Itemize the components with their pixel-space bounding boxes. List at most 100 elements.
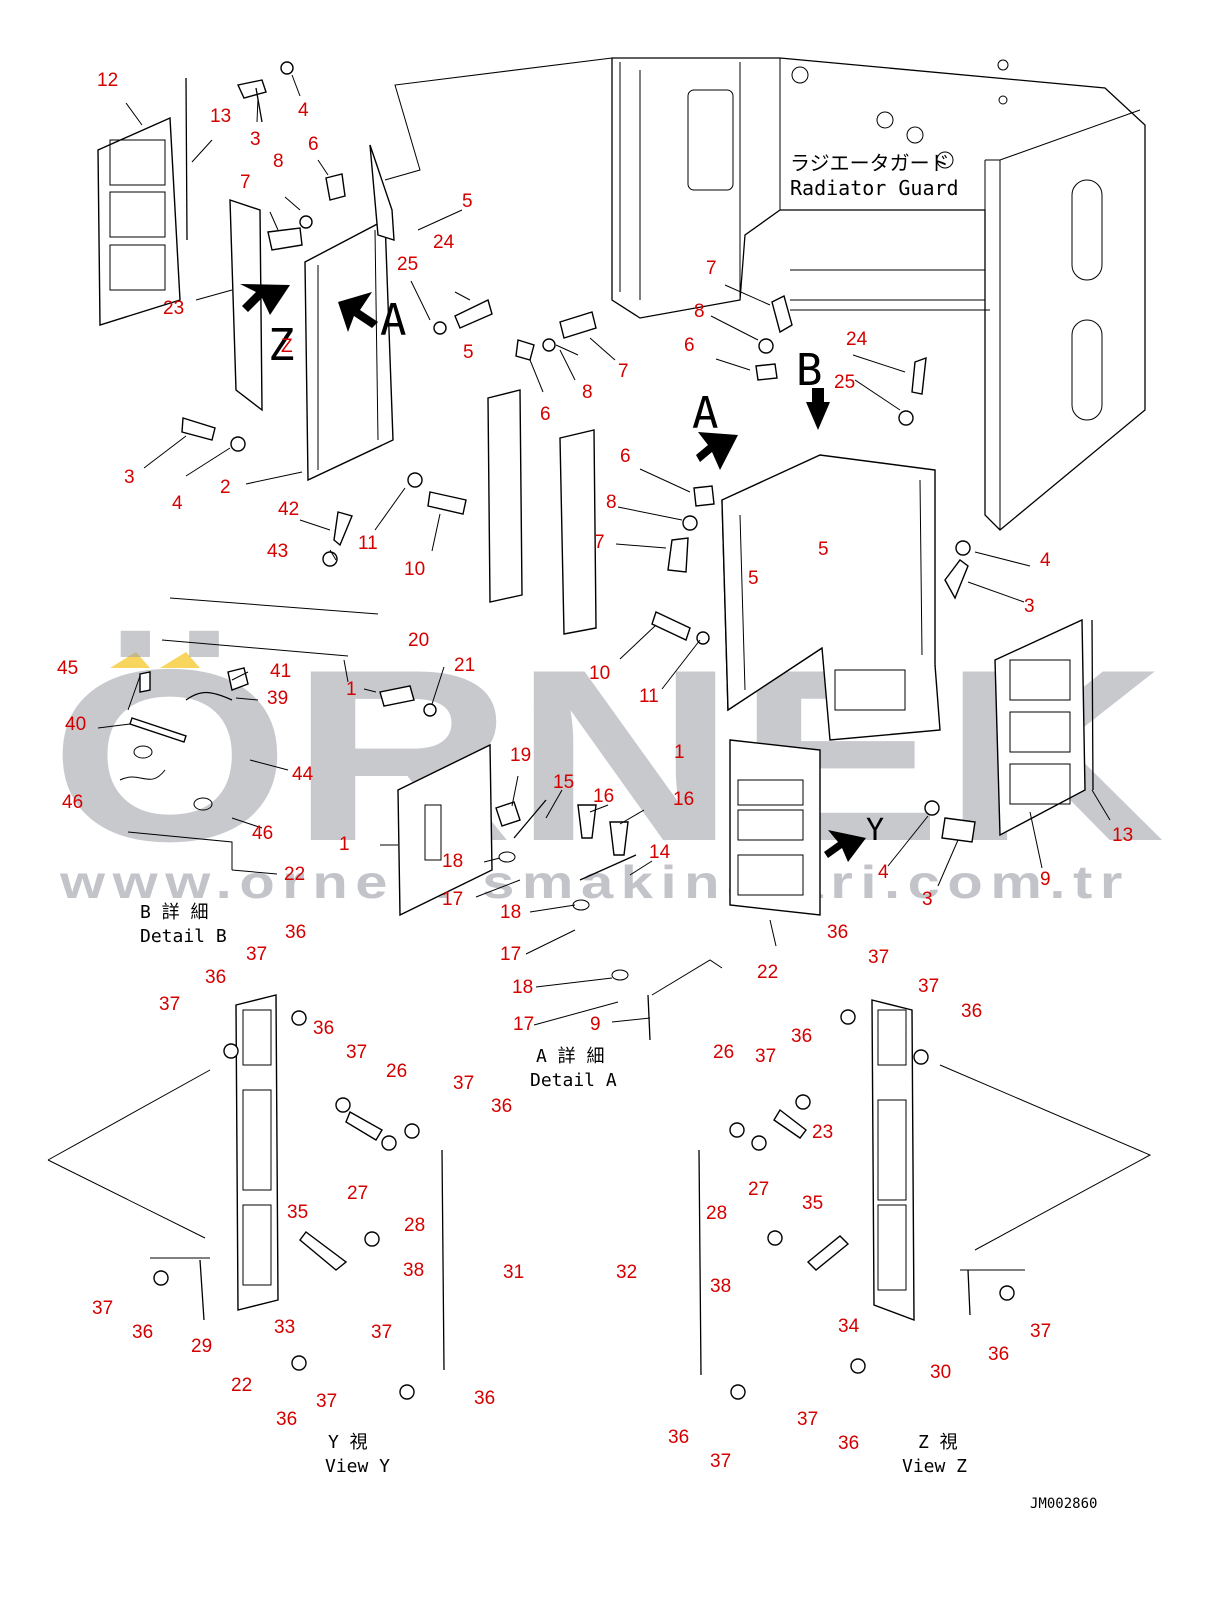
right-door-panel (994, 618, 1094, 837)
callout-28: 28 (706, 1203, 727, 1224)
callout-36: 36 (961, 1001, 982, 1022)
callout-36: 36 (474, 1388, 495, 1409)
callout-14: 14 (649, 842, 671, 863)
fasteners-top-left (181, 61, 597, 567)
callout-35: 35 (802, 1193, 823, 1214)
callout-24: 24 (433, 232, 455, 253)
callout-18: 18 (500, 902, 521, 923)
callout-36: 36 (838, 1433, 859, 1454)
callout-10: 10 (404, 559, 425, 580)
radiator-guard-title-en: Radiator Guard (790, 176, 959, 200)
callout-3: 3 (250, 129, 261, 150)
detail-a-title-en: Detail A (530, 1070, 617, 1091)
callout-25: 25 (834, 372, 855, 393)
callout-37: 37 (1030, 1321, 1051, 1342)
view-letter-y: Y (866, 813, 884, 848)
callout-16: 16 (673, 789, 694, 810)
view-y-title-jp: Y 視 (328, 1432, 368, 1453)
leader-lines (97, 74, 1111, 1026)
callout-37: 37 (346, 1042, 367, 1063)
callout-11: 11 (639, 686, 659, 707)
view-z-title-en: View Z (902, 1456, 967, 1477)
radiator-guard-title-jp: ラジエータガード (790, 151, 950, 175)
callout-41: 41 (270, 661, 291, 682)
callout-22: 22 (284, 864, 305, 885)
callout-40: 40 (65, 714, 86, 735)
callout-37: 37 (371, 1322, 392, 1343)
callout-26: 26 (386, 1061, 407, 1082)
callout-5: 5 (463, 342, 474, 363)
detail-b (119, 597, 379, 870)
callout-44: 44 (292, 764, 314, 785)
callout-17: 17 (500, 944, 521, 965)
callout-30: 30 (930, 1362, 951, 1383)
left-cover-plate (229, 144, 395, 482)
callout-13: 13 (1112, 825, 1133, 846)
callout-9: 9 (590, 1014, 601, 1035)
callout-4: 4 (298, 100, 309, 121)
view-letter-a-right: A (692, 388, 719, 439)
callout-7: 7 (594, 532, 605, 553)
fasteners-center-right (651, 294, 976, 843)
callout-7: 7 (240, 172, 251, 193)
callout-37: 37 (918, 976, 939, 997)
callout-11: 11 (358, 533, 378, 554)
view-letter-a-left: A (380, 295, 407, 346)
callout-8: 8 (582, 382, 593, 403)
callout-37: 37 (316, 1391, 337, 1412)
view-letter-b: B (796, 345, 823, 396)
left-arrows (240, 284, 378, 332)
callout-46: 46 (62, 792, 83, 813)
watermark-accent-left (110, 652, 150, 668)
detail-b-title-en: Detail B (140, 926, 227, 947)
callout-36: 36 (791, 1026, 812, 1047)
view-z-title-jp: Z 視 (918, 1432, 958, 1453)
callout-26: 26 (713, 1042, 734, 1063)
callout-2: 2 (220, 477, 231, 498)
callout-43: 43 (267, 541, 288, 562)
callout-5: 5 (462, 191, 473, 212)
callout-36: 36 (668, 1427, 689, 1448)
callout-25: 25 (397, 254, 418, 275)
callout-3: 3 (922, 889, 933, 910)
drawing-code: JM002860 (1030, 1496, 1097, 1512)
callout-32: 32 (616, 1262, 637, 1283)
view-z-assembly (698, 999, 1152, 1400)
callout-7: 7 (706, 258, 717, 279)
callout-27: 27 (347, 1183, 368, 1204)
callout-18: 18 (442, 851, 463, 872)
callout-31: 31 (503, 1262, 524, 1283)
callout-27: 27 (748, 1179, 769, 1200)
callout-42: 42 (278, 499, 299, 520)
callout-36: 36 (988, 1344, 1009, 1365)
callout-46: 46 (252, 823, 273, 844)
center-door-frame (696, 388, 941, 741)
callout-6: 6 (684, 335, 695, 356)
callout-37: 37 (797, 1409, 818, 1430)
callout-12: 12 (97, 70, 118, 91)
left-door-panel (97, 77, 188, 326)
callout-22: 22 (757, 962, 778, 983)
support-posts (487, 389, 597, 635)
view-y-assembly (47, 994, 445, 1400)
callout-37: 37 (92, 1298, 113, 1319)
callout-36: 36 (491, 1096, 512, 1117)
callout-22: 22 (231, 1375, 252, 1396)
callout-35: 35 (287, 1202, 308, 1223)
callout-5: 5 (818, 539, 829, 560)
callout-1: 1 (346, 679, 357, 700)
callout-37: 37 (710, 1451, 731, 1472)
callout-36: 36 (285, 922, 306, 943)
watermark: ÖRNEK www.orneki smakinalari.com.tr (50, 618, 1165, 908)
callout-34: 34 (838, 1316, 860, 1337)
callout-8: 8 (606, 492, 617, 513)
callout-36: 36 (827, 922, 848, 943)
callout-37: 37 (755, 1046, 776, 1067)
callout-Z: Z (281, 336, 293, 357)
callout-3: 3 (124, 467, 135, 488)
callout-4: 4 (1040, 550, 1051, 571)
callout-1: 1 (674, 742, 685, 763)
